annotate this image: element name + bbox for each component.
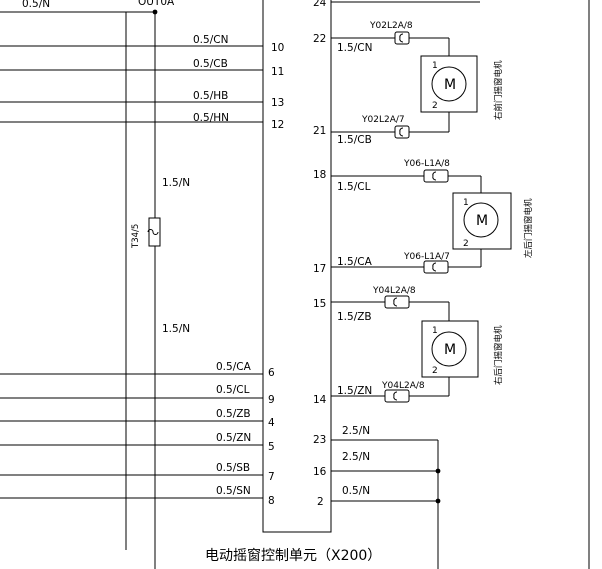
svg-text:10: 10 — [271, 42, 284, 54]
fuse-label: T34/5 — [131, 224, 141, 249]
svg-text:7: 7 — [268, 471, 275, 483]
top-wire-label: 0.5/N — [22, 0, 50, 10]
motor-right-rear: 15 1.5/ZB Y04L2A/8 M 1 2 14 1.5/ZN Y04L2… — [313, 286, 504, 406]
svg-text:Y02L2A/7: Y02L2A/7 — [361, 115, 405, 125]
svg-text:1.5/CA: 1.5/CA — [337, 256, 373, 268]
svg-text:Y04L2A/8: Y04L2A/8 — [381, 381, 425, 391]
ground-wire-23: 23 2.5/N — [313, 425, 438, 446]
svg-text:11: 11 — [271, 66, 284, 78]
left-wire-9: 0.5/CL 9 — [0, 384, 275, 406]
svg-text:0.5/SN: 0.5/SN — [216, 485, 251, 497]
svg-text:5: 5 — [268, 441, 275, 453]
svg-text:Y04L2A/8: Y04L2A/8 — [372, 286, 416, 296]
svg-text:16: 16 — [313, 466, 327, 478]
ground-wire-2: 2 0.5/N — [317, 485, 438, 508]
svg-text:0.5/CA: 0.5/CA — [216, 361, 252, 373]
svg-text:1: 1 — [432, 326, 438, 336]
motor-right-front: 22 1.5/CN Y02L2A/8 M 1 2 21 1.5/CB Y02L2… — [313, 21, 504, 146]
bus-label-upper: 1.5/N — [162, 177, 190, 189]
left-wire-7: 0.5/SB 7 — [0, 462, 275, 483]
svg-text:15: 15 — [313, 298, 326, 310]
svg-text:23: 23 — [313, 434, 326, 446]
svg-text:9: 9 — [268, 394, 275, 406]
svg-text:Y06-L1A/7: Y06-L1A/7 — [403, 252, 450, 262]
left-wire-6: 0.5/CA 6 — [0, 361, 275, 379]
svg-text:M: M — [444, 77, 456, 93]
svg-text:Y06-L1A/8: Y06-L1A/8 — [403, 159, 450, 169]
svg-text:6: 6 — [268, 367, 275, 379]
svg-text:1.5/ZN: 1.5/ZN — [337, 385, 372, 397]
svg-text:Y02L2A/8: Y02L2A/8 — [369, 21, 413, 31]
left-wire-5: 0.5/ZN 5 — [0, 432, 275, 453]
svg-text:左后门摇窗电机: 左后门摇窗电机 — [523, 198, 534, 258]
svg-text:1.5/CN: 1.5/CN — [337, 42, 372, 54]
ground-junction-1 — [435, 468, 441, 474]
motor-left-rear: 18 1.5/CL Y06-L1A/8 M 1 2 17 1.5/CA Y06-… — [313, 159, 534, 275]
svg-text:4: 4 — [268, 417, 275, 429]
svg-text:0.5/N: 0.5/N — [342, 485, 370, 497]
svg-text:13: 13 — [271, 97, 284, 109]
svg-text:1: 1 — [463, 198, 469, 208]
svg-text:2: 2 — [432, 366, 438, 376]
fuse-wave — [147, 229, 159, 235]
left-wire-10: 0.5/CN 10 — [0, 34, 284, 54]
svg-text:0.5/CL: 0.5/CL — [216, 384, 250, 396]
svg-text:0.5/HB: 0.5/HB — [193, 90, 228, 102]
left-wire-8: 0.5/SN 8 — [0, 485, 275, 507]
svg-text:22: 22 — [313, 33, 326, 45]
pin-24: 24 — [313, 0, 327, 9]
top-out-label: OUT0A — [138, 0, 175, 8]
bus-label-lower: 1.5/N — [162, 323, 190, 335]
svg-text:右前门摇窗电机: 右前门摇窗电机 — [493, 60, 504, 120]
svg-text:2.5/N: 2.5/N — [342, 451, 370, 463]
svg-text:0.5/CN: 0.5/CN — [193, 34, 228, 46]
svg-text:2: 2 — [432, 101, 438, 111]
svg-text:1: 1 — [432, 61, 438, 71]
svg-text:12: 12 — [271, 119, 284, 131]
left-wire-12: 0.5/HN 12 — [0, 112, 284, 131]
svg-text:1.5/ZB: 1.5/ZB — [337, 311, 372, 323]
svg-text:0.5/ZB: 0.5/ZB — [216, 408, 251, 420]
svg-text:2: 2 — [317, 496, 324, 508]
svg-text:14: 14 — [313, 394, 327, 406]
svg-text:0.5/CB: 0.5/CB — [193, 58, 228, 70]
left-wire-13: 0.5/HB 13 — [0, 90, 284, 109]
left-wire-11: 0.5/CB 11 — [0, 58, 284, 78]
svg-text:1.5/CB: 1.5/CB — [337, 134, 372, 146]
svg-text:M: M — [444, 342, 456, 358]
svg-text:0.5/ZN: 0.5/ZN — [216, 432, 251, 444]
svg-text:17: 17 — [313, 263, 326, 275]
svg-text:8: 8 — [268, 495, 275, 507]
svg-text:0.5/SB: 0.5/SB — [216, 462, 250, 474]
svg-text:21: 21 — [313, 125, 326, 137]
svg-text:18: 18 — [313, 169, 326, 181]
ground-wire-16: 16 2.5/N — [313, 451, 438, 478]
control-unit-box — [262, 0, 332, 533]
svg-text:2.5/N: 2.5/N — [342, 425, 370, 437]
svg-text:右后门摇窗电机: 右后门摇窗电机 — [493, 325, 504, 385]
left-wire-4: 0.5/ZB 4 — [0, 408, 275, 429]
svg-text:1.5/CL: 1.5/CL — [337, 181, 371, 193]
unit-title: 电动摇窗控制单元（X200） — [205, 547, 381, 564]
svg-text:2: 2 — [463, 239, 469, 249]
ground-junction-2 — [435, 498, 441, 504]
svg-text:0.5/HN: 0.5/HN — [193, 112, 229, 124]
svg-text:M: M — [476, 213, 488, 229]
